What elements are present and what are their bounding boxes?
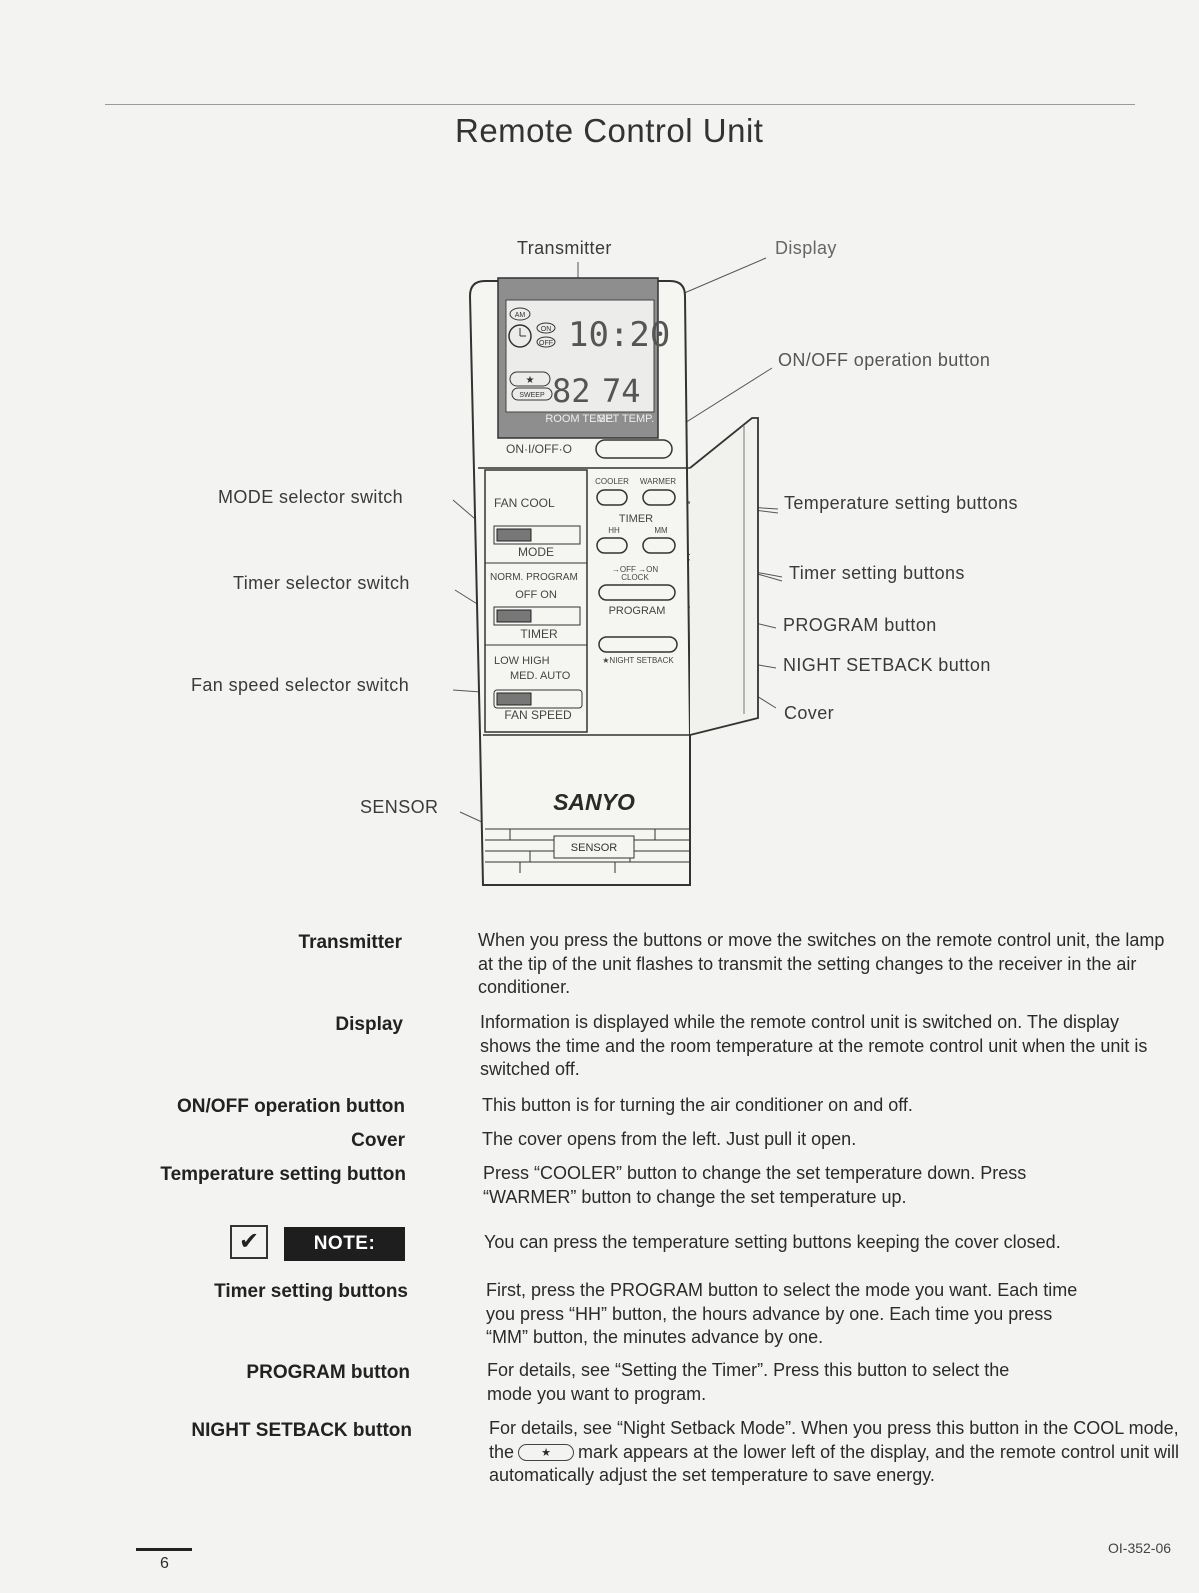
callout-transmitter: Transmitter — [517, 238, 612, 258]
svg-text:NORM. PROGRAM: NORM. PROGRAM — [490, 572, 578, 583]
page-number-rule — [136, 1548, 192, 1551]
term-timer-buttons: Timer setting buttons — [214, 1281, 408, 1302]
desc-cover: The cover opens from the left. Just pull… — [482, 1129, 857, 1149]
note-text: You can press the temperature setting bu… — [484, 1232, 1061, 1252]
term-temp-setting: Temperature setting button — [160, 1164, 406, 1185]
callout-cover: Cover — [784, 703, 835, 723]
svg-text:MM: MM — [654, 526, 668, 535]
svg-text:FAN COOL: FAN COOL — [494, 496, 555, 510]
svg-text:★NIGHT SETBACK: ★NIGHT SETBACK — [602, 656, 674, 665]
svg-text:MED. AUTO: MED. AUTO — [510, 670, 571, 682]
note-check-icon: ✔ — [230, 1225, 268, 1259]
desc-transmitter: When you press the buttons or move the s… — [478, 930, 1165, 997]
callout-fan-switch: Fan speed selector switch — [191, 675, 410, 695]
document-code: OI-352-06 — [1108, 1540, 1172, 1556]
note-label: NOTE: — [284, 1227, 405, 1261]
svg-text:FAN SPEED: FAN SPEED — [504, 708, 572, 722]
callout-program: PROGRAM button — [783, 615, 937, 635]
callout-mode-switch: MODE selector switch — [218, 487, 404, 507]
term-transmitter: Transmitter — [298, 932, 402, 953]
remote-body: AM ON OFF 10:20 ★ SWEEP 82 74 ROOM TEMP.… — [468, 277, 759, 886]
term-onoff: ON/OFF operation button — [177, 1096, 405, 1117]
desc-program: For details, see “Setting the Timer”. Pr… — [487, 1360, 1010, 1404]
am-indicator: AM — [515, 312, 526, 319]
svg-text:SET TEMP.: SET TEMP. — [598, 413, 654, 425]
svg-text:ON: ON — [541, 326, 552, 333]
callout-sensor: SENSOR — [360, 797, 439, 817]
svg-text:SWEEP: SWEEP — [519, 392, 545, 399]
svg-text:PROGRAM: PROGRAM — [609, 605, 666, 617]
callout-onoff: ON/OFF operation button — [778, 350, 991, 370]
desc-onoff: This button is for turning the air condi… — [482, 1095, 913, 1115]
svg-text:WARMER: WARMER — [640, 477, 676, 486]
callout-temp-buttons: Temperature setting buttons — [784, 493, 1018, 513]
svg-text:LOW HIGH: LOW HIGH — [494, 655, 550, 667]
desc-display: Information is displayed while the remot… — [480, 1012, 1148, 1079]
page-title: Remote Control Unit — [455, 112, 764, 149]
term-display: Display — [335, 1014, 403, 1035]
top-rule — [105, 104, 1135, 105]
svg-text:TIMER: TIMER — [520, 627, 558, 641]
term-program: PROGRAM button — [246, 1362, 410, 1383]
svg-text:→OFF →ON: →OFF →ON — [612, 565, 658, 574]
svg-text:OFF ON: OFF ON — [515, 589, 557, 601]
page-number: 6 — [160, 1555, 169, 1572]
svg-text:MODE: MODE — [518, 545, 554, 559]
night-setback-star-icon: ★ — [518, 1444, 575, 1462]
desc-timer-buttons: First, press the PROGRAM button to selec… — [486, 1280, 1078, 1347]
svg-text:TIMER: TIMER — [619, 513, 653, 525]
clock-icon — [508, 324, 532, 348]
callout-display: Display — [775, 238, 837, 258]
term-night-setback: NIGHT SETBACK button — [191, 1420, 412, 1441]
svg-text:ON·I/OFF·O: ON·I/OFF·O — [506, 442, 572, 456]
time-display: 10:20 — [568, 315, 670, 355]
callout-timer-buttons: Timer setting buttons — [789, 563, 965, 583]
svg-text:HH: HH — [608, 526, 620, 535]
desc-night-setback: For details, see “Night Setback Mode”. W… — [489, 1418, 1180, 1485]
callout-night-setback: NIGHT SETBACK button — [783, 655, 991, 675]
room-temp-value: 82 — [552, 372, 591, 410]
term-cover: Cover — [351, 1130, 405, 1151]
onoff-button-shape — [595, 439, 673, 459]
svg-text:COOLER: COOLER — [595, 477, 629, 486]
svg-text:SENSOR: SENSOR — [571, 842, 618, 854]
star-icon: ★ — [526, 375, 535, 386]
brand-logo: SANYO — [553, 789, 635, 815]
set-temp-value: 74 — [602, 372, 641, 410]
remote-diagram: AM ON OFF 10:20 ★ SWEEP 82 74 ROOM TEMP.… — [452, 257, 783, 886]
callout-timer-switch: Timer selector switch — [233, 573, 410, 593]
svg-text:OFF: OFF — [539, 340, 553, 347]
svg-text:ROOM TEMP.: ROOM TEMP. — [545, 413, 614, 425]
desc-temp-setting: Press “COOLER” button to change the set … — [483, 1163, 1027, 1207]
svg-text:CLOCK: CLOCK — [621, 573, 649, 582]
